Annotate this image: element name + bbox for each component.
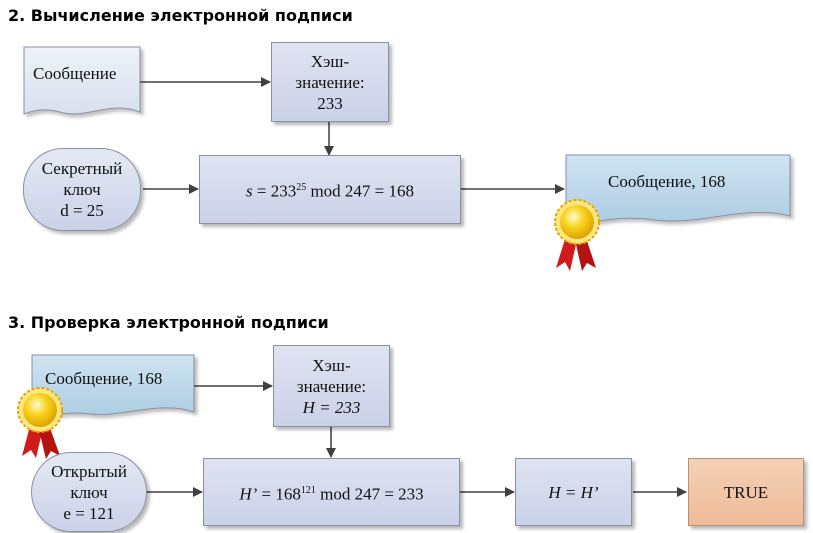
compare-expression: H = H’: [548, 482, 599, 502]
message-document-shape: [23, 46, 141, 115]
secret-key-line1: Секретный: [41, 159, 123, 178]
signature-formula: s = 23325 mod 247 = 168: [245, 181, 415, 201]
verification-formula-box: H’ = 168121 mod 247 = 233: [203, 458, 460, 526]
message-document-label: Сообщение: [33, 64, 117, 83]
secret-key-line2: ключ: [63, 180, 101, 199]
section-2-heading: 2. Вычисление электронной подписи: [8, 6, 353, 25]
signed-document-label-verify: Сообщение, 168: [45, 369, 163, 388]
compare-box: H = H’: [515, 458, 632, 526]
seal-icon: [554, 199, 600, 271]
hash-value-box-verify: Хэш- значение: H = 233: [273, 345, 390, 427]
section-3-heading: 3. Проверка электронной подписи: [8, 313, 329, 332]
public-key-line3: e = 121: [63, 503, 115, 523]
hash-value-verify: H = 233: [302, 397, 361, 417]
seal-icon-verify: [17, 387, 63, 459]
public-key-line1: Открытый: [51, 461, 127, 481]
hash-label-line2-verify: значение:: [296, 376, 367, 396]
result-box: TRUE: [688, 458, 804, 526]
signature-formula-box: s = 23325 mod 247 = 168: [199, 155, 461, 224]
secret-key-line3: d = 25: [60, 201, 104, 220]
hash-value: 233: [317, 93, 343, 113]
hash-value-box: Хэш- значение: 233: [271, 42, 389, 122]
secret-key-terminator: Секретный ключ d = 25: [23, 148, 141, 231]
verification-formula: H’ = 168121 mod 247 = 233: [239, 484, 424, 504]
hash-label-line2: значение:: [295, 72, 365, 92]
hash-label-line1-verify: Хэш-: [312, 355, 351, 375]
result-value: TRUE: [723, 482, 769, 502]
signed-document-label: Сообщение, 168: [608, 172, 726, 191]
public-key-line2: ключ: [70, 482, 108, 502]
hash-label-line1: Хэш-: [310, 51, 350, 71]
public-key-terminator: Открытый ключ e = 121: [31, 452, 147, 532]
